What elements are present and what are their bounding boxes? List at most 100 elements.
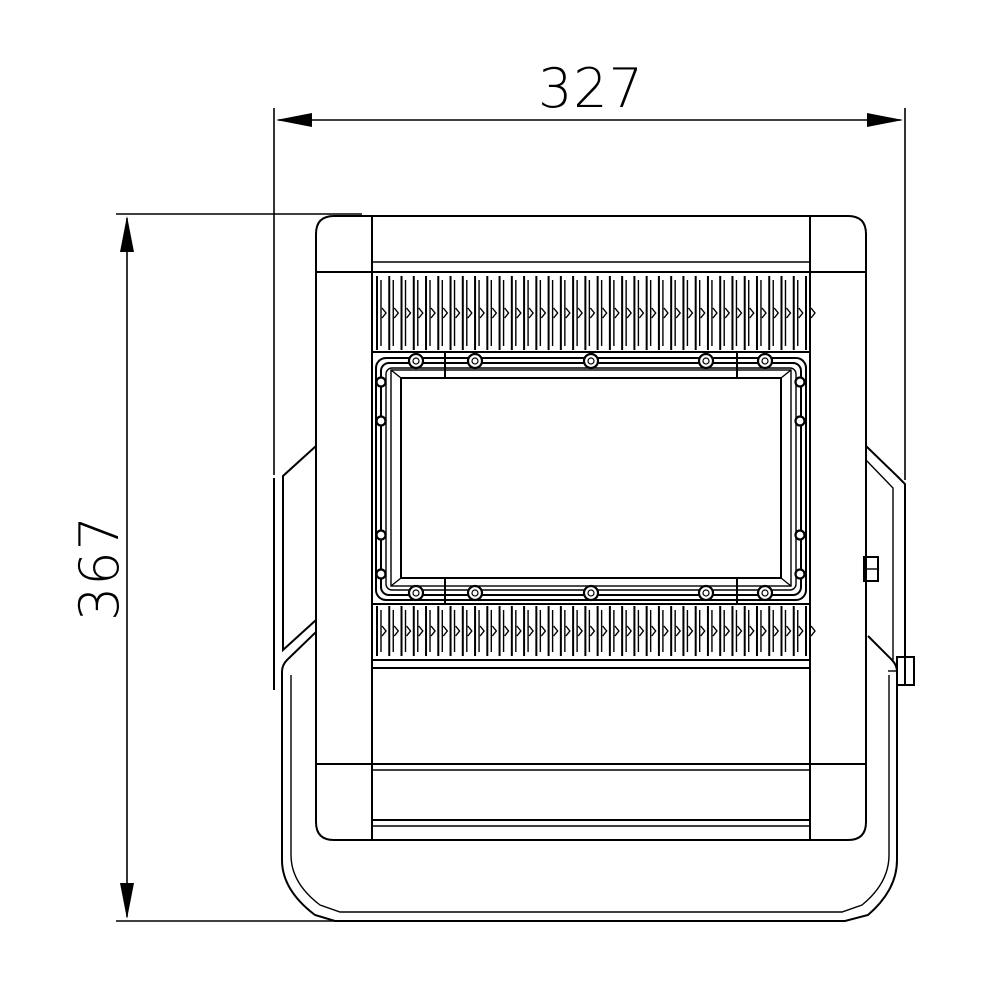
top-fin bbox=[755, 276, 767, 350]
lens-bevel-br bbox=[780, 577, 792, 587]
bottom-fin bbox=[780, 606, 792, 656]
lens-outer-plate bbox=[371, 351, 811, 605]
lens-screw bbox=[582, 584, 600, 602]
top-fin bbox=[486, 276, 498, 350]
bracket-right-inner bbox=[865, 459, 894, 660]
bottom-fin bbox=[633, 606, 645, 656]
top-fin bbox=[621, 276, 633, 350]
lens-screw bbox=[582, 352, 600, 370]
top-fin bbox=[633, 276, 645, 350]
bottom-fin bbox=[461, 606, 473, 656]
lens-screw bbox=[407, 352, 425, 370]
lens-side-screw bbox=[794, 376, 806, 388]
top-fin bbox=[805, 276, 816, 350]
top-fin bbox=[376, 276, 387, 350]
lens-screws bbox=[375, 352, 806, 602]
bottom-fin bbox=[792, 606, 804, 656]
bottom-fin bbox=[584, 606, 596, 656]
lens-screw bbox=[697, 584, 715, 602]
bracket-outer-curve bbox=[281, 631, 898, 922]
top-fin bbox=[559, 276, 571, 350]
bottom-fin bbox=[719, 606, 731, 656]
top-fin bbox=[608, 276, 620, 350]
top-fin bbox=[768, 276, 780, 350]
top-fin bbox=[731, 276, 743, 350]
bottom-fin bbox=[596, 606, 608, 656]
top-fin bbox=[670, 276, 682, 350]
height-dimension: 367 bbox=[68, 213, 362, 922]
housing-outline bbox=[315, 215, 867, 841]
lens-screw bbox=[407, 584, 425, 602]
bottom-fin bbox=[768, 606, 780, 656]
bottom-fin bbox=[608, 606, 620, 656]
lens-side-screw bbox=[794, 568, 806, 580]
bottom-fin bbox=[731, 606, 743, 656]
width-arrow-left bbox=[276, 113, 312, 127]
bottom-fin bbox=[621, 606, 633, 656]
width-arrow-right bbox=[867, 113, 903, 127]
top-fin bbox=[425, 276, 436, 350]
top-fin bbox=[596, 276, 608, 350]
bottom-fin bbox=[805, 606, 816, 656]
bottom-fin bbox=[682, 606, 694, 656]
lens-side-screw bbox=[794, 529, 806, 541]
bottom-fin bbox=[706, 606, 718, 656]
bottom-fin bbox=[572, 606, 584, 656]
width-value: 327 bbox=[538, 57, 644, 120]
top-fin bbox=[437, 276, 449, 350]
top-fin bbox=[682, 276, 694, 350]
bottom-fin bbox=[474, 606, 485, 656]
bottom-fin bbox=[645, 606, 657, 656]
bottom-fin bbox=[400, 606, 412, 656]
top-fin bbox=[645, 276, 657, 350]
lens-side-screw bbox=[375, 568, 387, 580]
top-fin bbox=[792, 276, 804, 350]
bottom-fin bbox=[449, 606, 461, 656]
bottom-fin bbox=[670, 606, 682, 656]
bottom-fin bbox=[755, 606, 767, 656]
top-fin bbox=[572, 276, 584, 350]
top-fin bbox=[412, 276, 424, 350]
lens-glass-outline bbox=[400, 377, 782, 579]
bottom-fin bbox=[535, 606, 547, 656]
bottom-fin bbox=[486, 606, 498, 656]
lens-side-screw bbox=[375, 415, 387, 427]
bottom-fin bbox=[412, 606, 424, 656]
top-fin bbox=[657, 276, 669, 350]
bottom-fin bbox=[547, 606, 559, 656]
top-fin bbox=[780, 276, 792, 350]
lens-side-screw bbox=[375, 376, 387, 388]
lens-bevel-bl bbox=[390, 577, 402, 587]
height-value: 367 bbox=[68, 515, 131, 621]
top-fin bbox=[461, 276, 473, 350]
top-fin bbox=[498, 276, 510, 350]
lens-screw bbox=[756, 352, 774, 370]
height-arrow-top bbox=[120, 216, 134, 252]
bottom-fin bbox=[425, 606, 436, 656]
bottom-fin bbox=[523, 606, 534, 656]
bracket-right-arm bbox=[865, 445, 906, 686]
top-fin bbox=[388, 276, 400, 350]
bottom-fin bbox=[437, 606, 449, 656]
lens-side-screw bbox=[375, 529, 387, 541]
lens-screw bbox=[466, 584, 484, 602]
width-dimension: 327 bbox=[273, 57, 906, 480]
bottom-fin bbox=[743, 606, 755, 656]
top-fin bbox=[474, 276, 485, 350]
top-fin bbox=[584, 276, 596, 350]
lens-screw bbox=[697, 352, 715, 370]
top-fin bbox=[547, 276, 559, 350]
bottom-fin bbox=[376, 606, 387, 656]
top-fin bbox=[694, 276, 706, 350]
bottom-fin bbox=[388, 606, 400, 656]
lens-screw bbox=[466, 352, 484, 370]
bottom-fin bbox=[510, 606, 522, 656]
top-fin bbox=[719, 276, 731, 350]
top-fin bbox=[400, 276, 412, 350]
top-fin bbox=[510, 276, 522, 350]
top-fin bbox=[743, 276, 755, 350]
top-fin bbox=[449, 276, 461, 350]
top-fin bbox=[706, 276, 718, 350]
bottom-fin bbox=[498, 606, 510, 656]
